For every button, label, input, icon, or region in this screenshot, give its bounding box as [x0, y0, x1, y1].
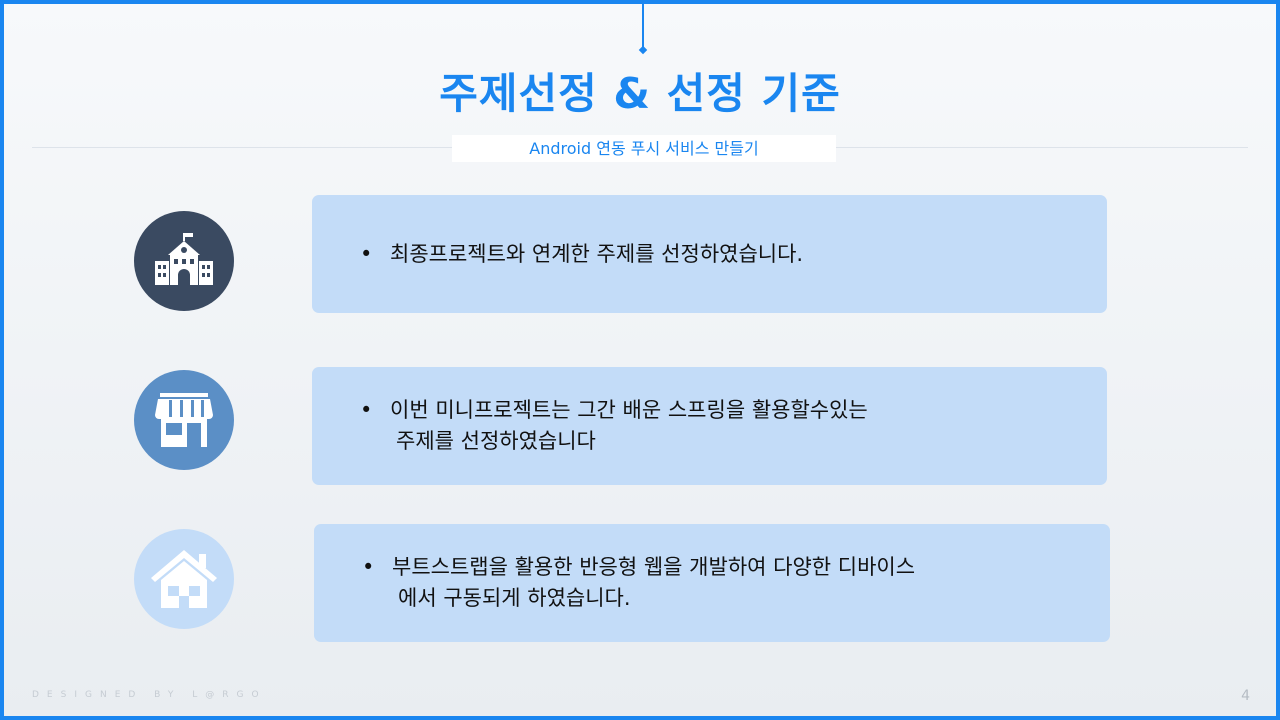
- house-icon: [151, 550, 217, 608]
- criteria-line: 이번 미니프로젝트는 그간 배운 스프링을 활용할수있는: [390, 398, 868, 422]
- house-icon-circle: [134, 529, 234, 629]
- criteria-card-3: • 부트스트랩을 활용한 반응형 웹을 개발하여 다양한 디바이스 에서 구동되…: [314, 524, 1110, 642]
- top-decor-dot: [638, 45, 648, 55]
- criteria-line: 에서 구동되게 하였습니다.: [398, 586, 631, 610]
- criteria-text-2: • 이번 미니프로젝트는 그간 배운 스프링을 활용할수있는 주제를 선정하였습…: [360, 395, 868, 457]
- criteria-card-1: • 최종프로젝트와 연계한 주제를 선정하였습니다.: [312, 195, 1107, 313]
- school-icon: [155, 233, 213, 285]
- school-icon-circle: [134, 211, 234, 311]
- criteria-text-3: • 부트스트랩을 활용한 반응형 웹을 개발하여 다양한 디바이스 에서 구동되…: [362, 552, 915, 614]
- store-icon-circle: [134, 370, 234, 470]
- store-icon: [155, 393, 213, 447]
- top-decor-line: [642, 4, 644, 50]
- slide-subtitle: Android 연동 푸시 서비스 만들기: [452, 135, 836, 162]
- slide-title: 주제선정 & 선정 기준: [439, 69, 841, 118]
- criteria-text-1: • 최종프로젝트와 연계한 주제를 선정하였습니다.: [360, 239, 803, 270]
- criteria-line: 주제를 선정하였습니다: [396, 429, 596, 453]
- footer-credit: DESIGNED BY L@RGO: [32, 690, 267, 700]
- bullet: •: [360, 398, 373, 422]
- bullet: •: [360, 241, 373, 266]
- criteria-line: 부트스트랩을 활용한 반응형 웹을 개발하여 다양한 디바이스: [392, 555, 916, 579]
- criteria-card-2: • 이번 미니프로젝트는 그간 배운 스프링을 활용할수있는 주제를 선정하였습…: [312, 367, 1107, 485]
- bullet: •: [362, 555, 375, 579]
- page-number: 4: [1241, 688, 1250, 704]
- criteria-line: 최종프로젝트와 연계한 주제를 선정하였습니다.: [390, 241, 804, 266]
